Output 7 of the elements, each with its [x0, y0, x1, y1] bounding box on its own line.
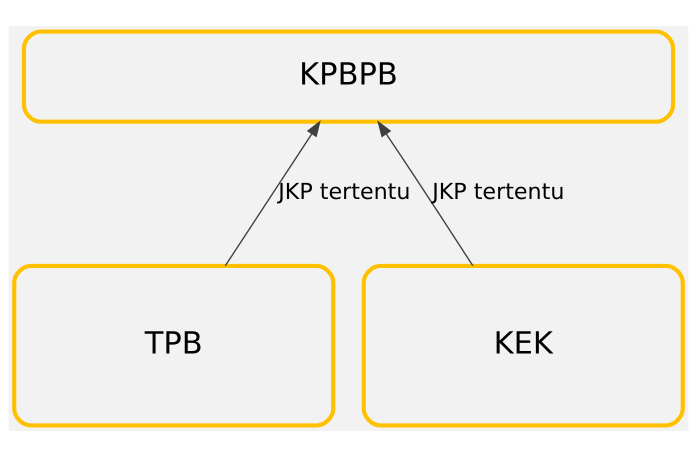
node-box: TPB — [12, 263, 336, 428]
arrow — [224, 120, 321, 266]
node-box: KEK — [362, 263, 685, 428]
arrow — [377, 120, 474, 266]
node-box: KPBPB — [22, 28, 676, 124]
edge-label: JKP tertentu — [278, 178, 410, 205]
edge-label: JKP tertentu — [432, 178, 564, 205]
